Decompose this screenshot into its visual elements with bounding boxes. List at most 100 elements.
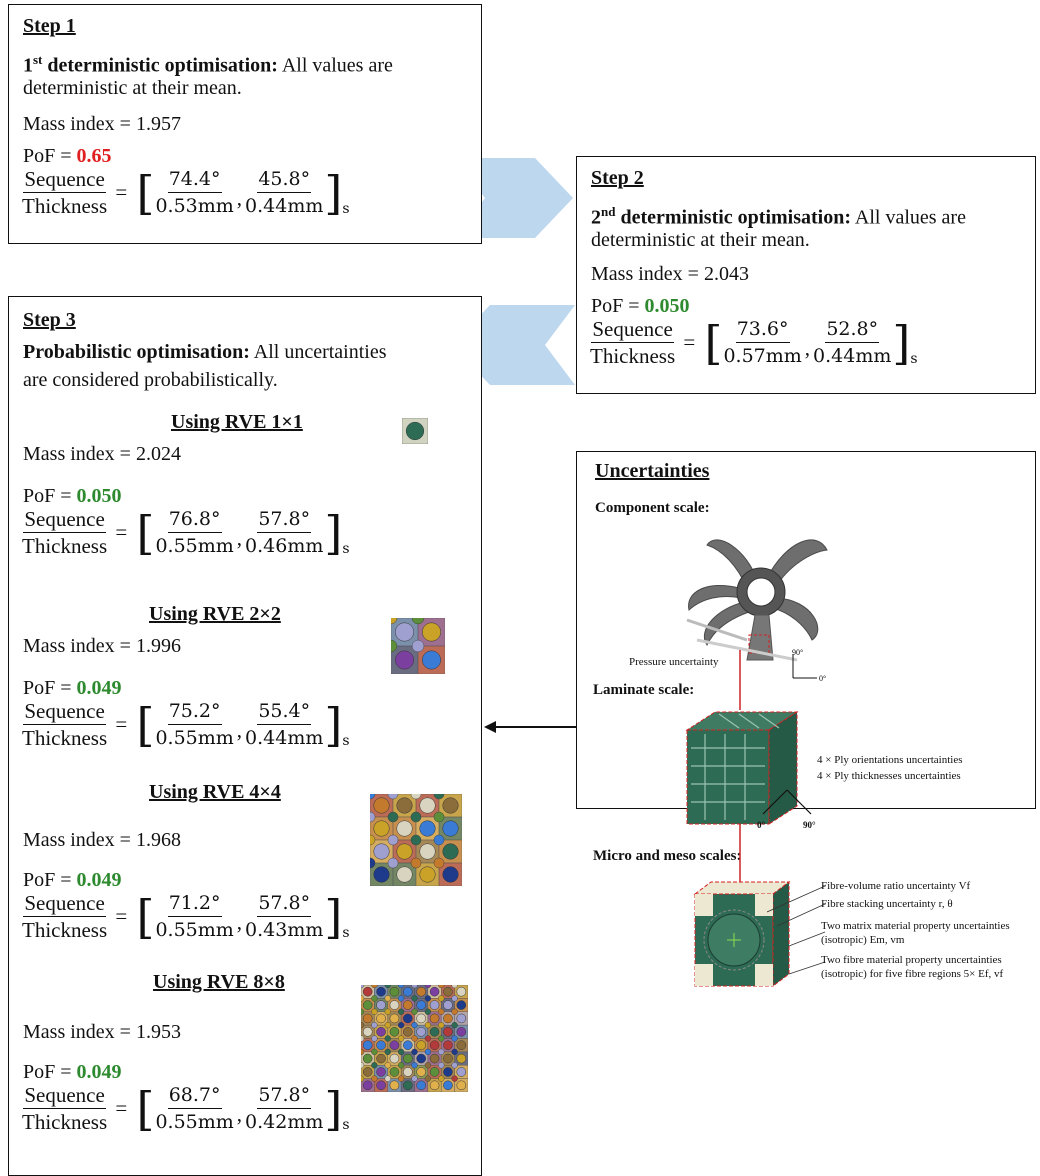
rve4-pof-value: 0.049 <box>76 869 122 891</box>
rve-fibre <box>443 1000 453 1010</box>
rve-fibre <box>371 1021 378 1029</box>
rve-fibre <box>443 1067 453 1077</box>
rve-fibre <box>411 1062 418 1069</box>
rve-fibre <box>410 811 422 823</box>
rve1-pof-value: 0.050 <box>76 485 122 507</box>
rve-fibre <box>362 1080 373 1091</box>
laminate-axes-icon <box>762 789 812 815</box>
rve-fibre <box>456 1080 467 1091</box>
step3-title: Step 3 <box>23 309 76 331</box>
rve-fibre <box>361 1008 365 1015</box>
rve-fibre <box>397 1048 405 1056</box>
rve1-mass: Mass index = 2.024 <box>23 443 181 465</box>
rve4-mass: Mass index = 1.968 <box>23 829 181 851</box>
micro-pointers <box>767 885 826 975</box>
eq-comma: , <box>804 336 811 360</box>
ply-thickness-label: 4 × Ply thicknesses uncertainties <box>817 770 961 782</box>
eq-ply1-angle: 75.2° <box>167 699 222 725</box>
rve-fibre <box>397 1035 405 1042</box>
eq-comma: , <box>236 718 243 742</box>
step2-heading-rest: deterministic optimisation: <box>615 206 851 229</box>
step1-desc1: All values are <box>277 54 393 77</box>
step2-desc1: All values are <box>851 206 966 229</box>
rve4-pof-label: PoF = <box>23 869 77 891</box>
rve-fibre <box>395 622 414 642</box>
eq-close-bracket: ] <box>324 1081 343 1136</box>
fibre-property-label-2: (isotropic) for five fibre regions 5× Ef… <box>821 968 1004 980</box>
rve-fibre <box>411 995 418 1002</box>
rve-fibre <box>373 843 390 860</box>
rve-fibre <box>362 1013 373 1024</box>
rve-fibre <box>370 834 376 846</box>
eq-thickness-label: Thickness <box>22 726 108 750</box>
rve-fibre <box>362 1067 373 1077</box>
eq-close-bracket: ] <box>324 165 343 220</box>
rve-fibre <box>429 1053 440 1064</box>
rve-fibre <box>438 1008 445 1015</box>
eq-close-bracket: ] <box>324 697 343 752</box>
step1-heading-rest: deterministic optimisation: <box>42 54 278 77</box>
connector-line-2 <box>739 824 741 882</box>
eq-close-bracket: ] <box>324 505 343 560</box>
rve-fibre <box>397 1008 405 1015</box>
step3-desc2: are considered probabilistically. <box>23 369 278 391</box>
rve-fibre <box>438 1075 445 1082</box>
eq-symmetric-subscript: s <box>342 200 350 217</box>
fan-blade-icon <box>686 539 828 662</box>
eq-thickness-label: Thickness <box>22 1110 108 1134</box>
eq-ply2-thickness: 0.44mm <box>813 345 892 367</box>
rve1-pof: PoF = 0.050 <box>23 483 122 509</box>
step2-desc2: deterministic at their mean. <box>591 229 810 251</box>
rve-fibre <box>396 843 413 860</box>
chevron-arrow-right-icon <box>455 158 573 238</box>
eq-ply2-thickness: 0.44mm <box>245 727 324 749</box>
rve-fibre <box>411 1008 418 1015</box>
eq-ply2-fraction: 55.4°0.44mm <box>244 699 324 750</box>
uncertainties-title: Uncertainties <box>595 460 710 482</box>
rve-fibre <box>443 1040 453 1050</box>
fibre-stacking-label: Fibre stacking uncertainty r, θ <box>821 898 953 910</box>
rve-fibre <box>403 986 413 997</box>
rve-fibre <box>403 1027 413 1037</box>
connector-arrow-icon <box>484 721 578 733</box>
rve-fibre <box>416 1080 426 1091</box>
rve-fibre <box>451 1035 458 1042</box>
rve-fibre <box>387 794 399 800</box>
rve-fibre <box>361 1062 365 1069</box>
eq-symmetric-subscript: s <box>342 732 350 749</box>
eq-sequence-label: Sequence <box>591 317 674 343</box>
eq-ply2-angle: 45.8° <box>257 167 312 193</box>
rve-fibre <box>443 1027 453 1037</box>
rve-fibre <box>416 1040 426 1050</box>
rve4-title: Using RVE 4×4 <box>149 781 281 803</box>
ply-orientation-label: 4 × Ply orientations uncertainties <box>817 754 963 766</box>
rve4-pof: PoF = 0.049 <box>23 867 122 893</box>
step1-desc2: deterministic at their mean. <box>23 77 242 99</box>
eq-ply2-angle: 57.8° <box>257 1083 312 1109</box>
connector-line-1 <box>739 650 741 710</box>
rve-fibre <box>362 986 373 997</box>
rve-fibre <box>451 1048 458 1056</box>
eq-ply1-angle: 76.8° <box>167 507 222 533</box>
rve-fibre <box>416 1067 426 1077</box>
rve-fibre <box>362 1000 373 1010</box>
rve-fibre <box>389 986 400 997</box>
rve-fibre <box>373 797 390 814</box>
eq-comma: , <box>236 186 243 210</box>
rve-fibre <box>397 1075 405 1082</box>
eq-ply1-angle: 68.7° <box>167 1083 222 1109</box>
component-axis-0: 0° <box>819 674 827 683</box>
eq-thickness-label: Thickness <box>22 194 108 218</box>
rve-fibre <box>373 820 390 837</box>
rve-fibre <box>429 1067 440 1077</box>
rve-fibre <box>416 986 426 997</box>
step1-heading-num: 1 <box>23 54 33 77</box>
eq-ply1-fraction: 68.7°0.55mm <box>154 1083 234 1134</box>
rve-fibre <box>371 985 378 989</box>
eq-ply1-angle: 71.2° <box>167 891 222 917</box>
rve-fibre <box>416 1013 426 1024</box>
rve-fibre <box>411 985 418 989</box>
